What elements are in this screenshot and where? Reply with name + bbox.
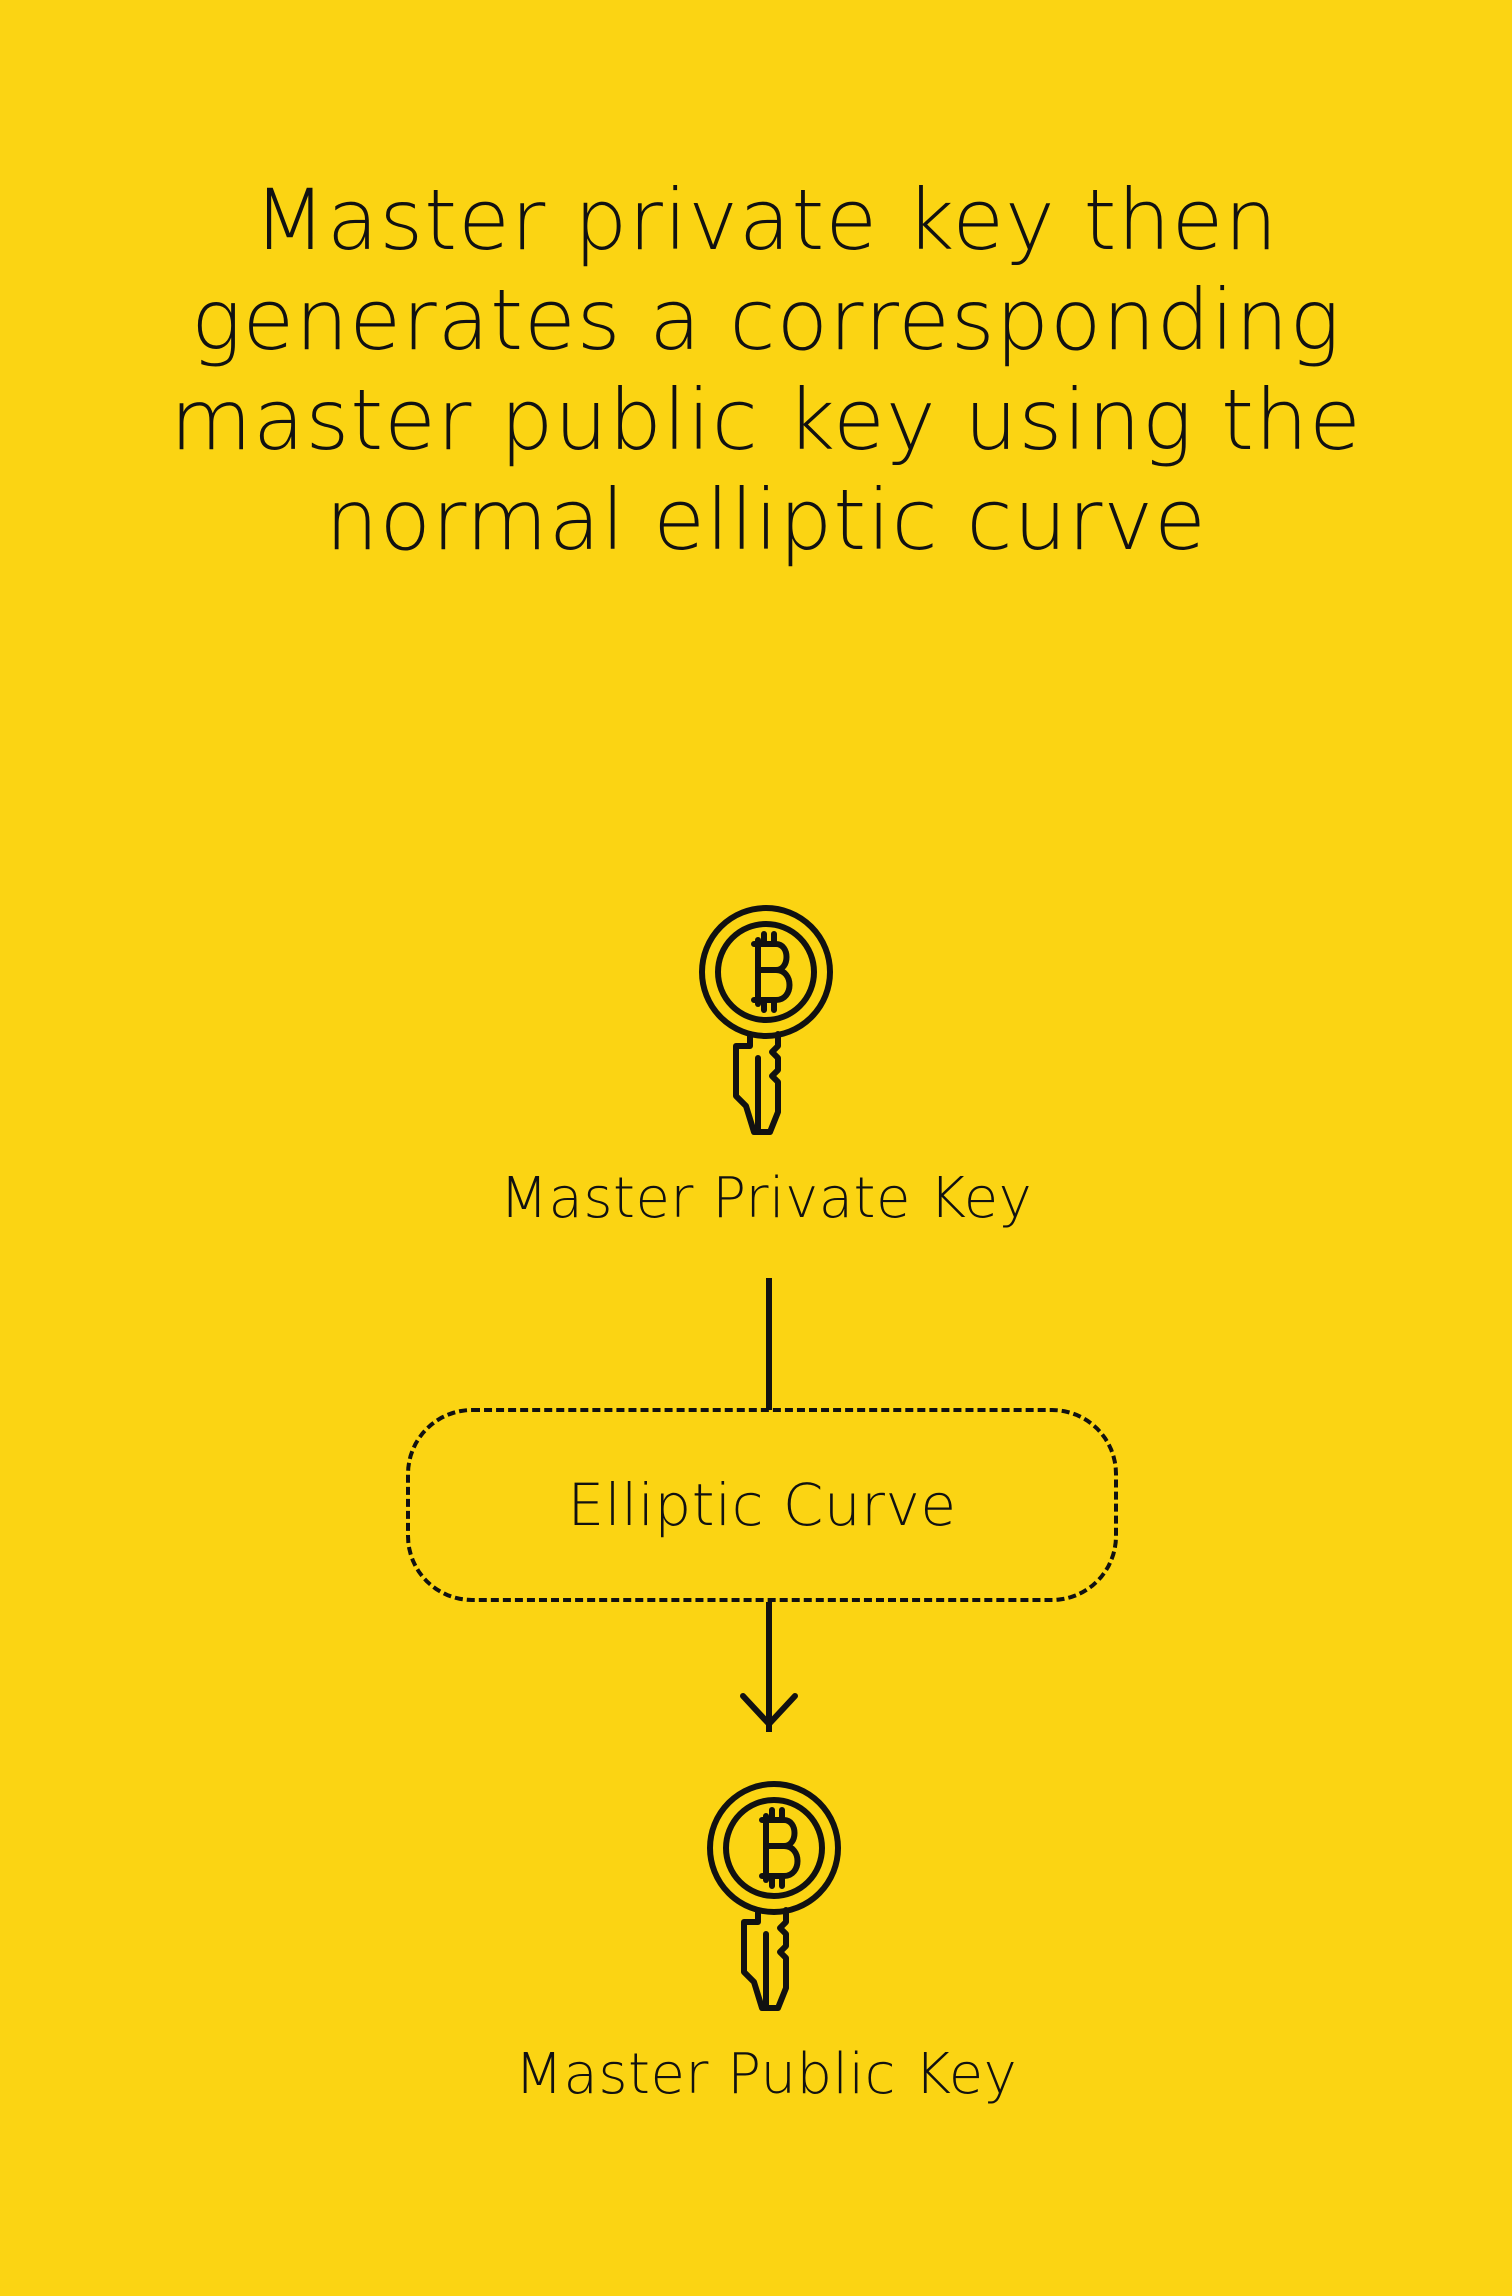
headline-line-3: master public key using the xyxy=(170,371,1362,469)
headline-line-4: normal elliptic curve xyxy=(325,471,1207,569)
private-key-label: Master Private Key xyxy=(499,1166,1033,1231)
arrow-down-icon xyxy=(739,1692,799,1736)
connector-line-top xyxy=(766,1278,772,1410)
headline-line-2: generates a corresponding xyxy=(191,271,1341,369)
headline-line-1: Master private key then xyxy=(253,171,1279,269)
public-key-label: Master Public Key xyxy=(514,2042,1018,2107)
connector-line-bottom xyxy=(766,1602,772,1732)
elliptic-curve-box: Elliptic Curve xyxy=(406,1408,1118,1602)
private-key-icon xyxy=(686,900,846,1140)
public-key-icon xyxy=(694,1776,854,2016)
headline: Master private key then generates a corr… xyxy=(120,170,1412,570)
elliptic-curve-label: Elliptic Curve xyxy=(567,1471,957,1539)
